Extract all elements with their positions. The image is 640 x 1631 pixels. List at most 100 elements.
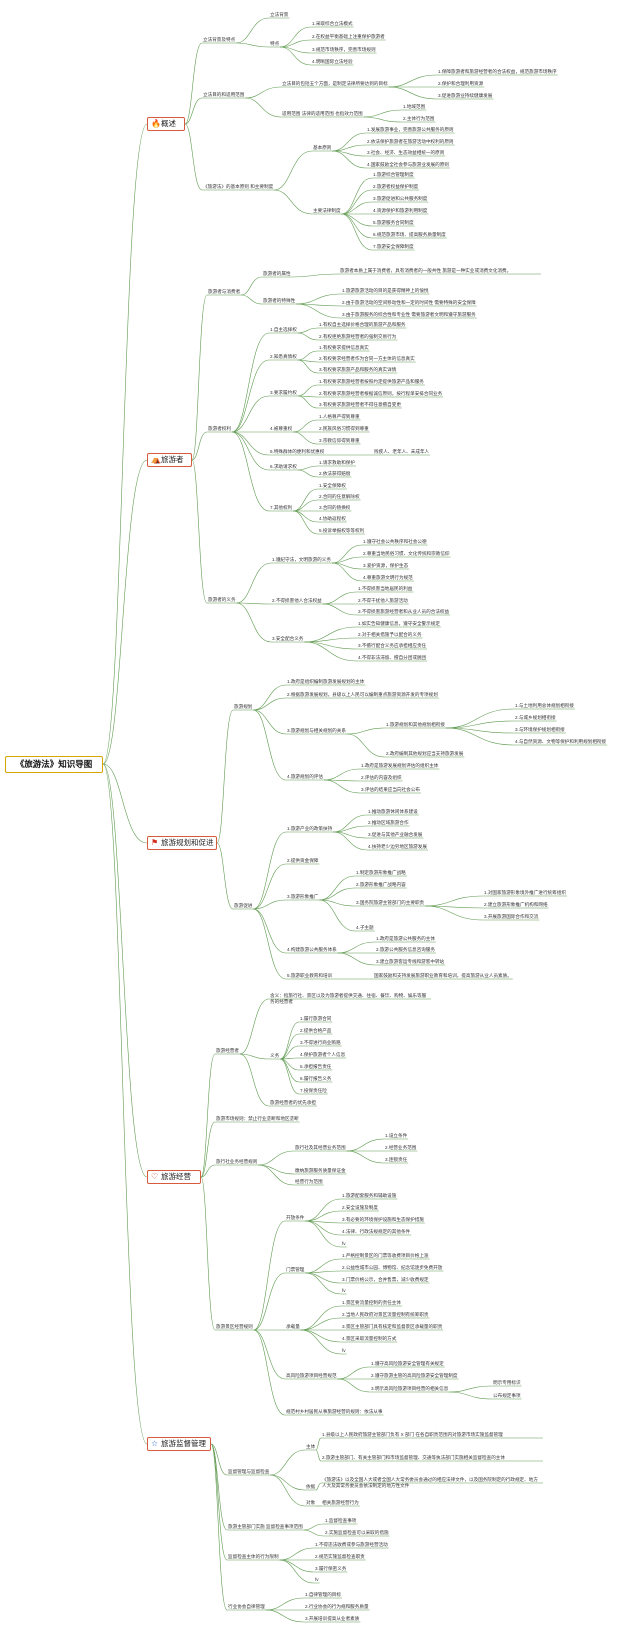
topic-node[interactable]: 2.提供资金保障: [287, 858, 319, 863]
topic-node[interactable]: 对象: [306, 1500, 316, 1505]
topic-node[interactable]: 2.政府编制其他规划应当支持旅游发展: [386, 751, 464, 756]
topic-node[interactable]: 基本原则: [313, 145, 332, 150]
topic-node[interactable]: 规范村乡村居民从事旅游经营的规则：依法从事: [286, 1409, 383, 1414]
topic-node[interactable]: 1.与土地利用总体规划相衔接: [515, 703, 574, 708]
topic-node[interactable]: 6.履行报告义务: [300, 1076, 332, 1081]
topic-node[interactable]: 门票管理: [286, 1267, 305, 1272]
topic-node[interactable]: 2.不得干扰他人旅游活动: [358, 598, 408, 603]
topic-node[interactable]: 1.履行旅游合同: [300, 1016, 332, 1021]
topic-node[interactable]: 2.推动区域旅游合作: [368, 820, 409, 825]
topic-node[interactable]: 4.与自然资源、文物等保护和利用规划相衔接: [515, 739, 607, 744]
topic-node[interactable]: 依据: [306, 1484, 316, 1489]
topic-node[interactable]: 4.尊重旅游文明行为规范: [363, 575, 413, 580]
topic-node[interactable]: 3.旅游促进和公共服务制度: [373, 196, 428, 201]
topic-node[interactable]: 3.门票价格公示，合并售票，减少收费规定: [342, 1277, 429, 1282]
topic-node[interactable]: 1.政府是组织编制旅游发展规划的主体: [287, 679, 365, 684]
topic-node[interactable]: fv: [315, 1577, 319, 1582]
topic-node[interactable]: 1.采取综合立法模式: [312, 21, 353, 26]
topic-node[interactable]: 1.自律管理的目标: [305, 1592, 341, 1597]
branch-node[interactable]: ⚑旅游规划和促进: [147, 836, 217, 850]
root-node[interactable]: 《旅游法》知识导图: [5, 756, 103, 773]
topic-node[interactable]: 4.旅游规划的评估: [287, 774, 323, 779]
topic-node[interactable]: 旅游者与消费者: [208, 289, 241, 294]
topic-node[interactable]: 1.制定旅游形象推广战略: [356, 870, 406, 875]
topic-node[interactable]: 2.实施监督检查可以采取的措施: [325, 1530, 389, 1535]
topic-node[interactable]: 《旅游法》以及全国人大或者全国人大常务委员会通过的相应法律文件，以及国务院制定的…: [322, 1477, 538, 1488]
topic-node[interactable]: 1.不得损害当地居民的利益: [358, 586, 413, 591]
topic-node[interactable]: 1.旅游产业的政策扶持: [287, 826, 333, 831]
topic-node[interactable]: 1.地域范围: [403, 104, 426, 109]
branch-node[interactable]: ☆旅游监督管理: [147, 1437, 211, 1451]
topic-node[interactable]: 缴纳旅游服务质量保证金: [295, 1168, 346, 1173]
topic-node[interactable]: 3.合同的替换权: [319, 505, 351, 510]
topic-node[interactable]: 2.遵守旅游主管的高风险旅游安全管理制度: [371, 1373, 458, 1378]
topic-node[interactable]: 2.在权益平衡基础上注重保护旅游者: [312, 34, 385, 39]
topic-node[interactable]: 相关旅游经营行为: [322, 1500, 359, 1505]
topic-node[interactable]: 1.遵守高风险旅游安全管理有关规定: [371, 1361, 444, 1366]
topic-node[interactable]: 1.请求救助和保护: [319, 460, 355, 465]
topic-node[interactable]: 2.旅游主管部门、有关主管部门和市场监督管理、交通等执法部门实施相关监督检查的主…: [322, 1455, 505, 1460]
topic-node[interactable]: 2.提供合格产品: [300, 1028, 332, 1033]
topic-node[interactable]: 1.遵守社会公共秩序和社会公德: [363, 539, 427, 544]
topic-node[interactable]: 3.宗教信仰得到尊重: [319, 438, 360, 443]
topic-node[interactable]: 3.履行保密义务: [315, 1566, 347, 1571]
topic-node[interactable]: 2.行业协会的行为规和服务质量: [305, 1604, 369, 1609]
topic-node[interactable]: 2.不得损害他人合法权益: [272, 598, 322, 603]
topic-node[interactable]: 4.构建旅游公共服务体系: [287, 947, 337, 952]
topic-node[interactable]: 3.国务院旅游主管部门的主要职责: [356, 900, 425, 905]
topic-node[interactable]: 7.旅游安全保障制度: [373, 244, 414, 249]
topic-node[interactable]: 主体: [306, 1444, 316, 1449]
topic-node[interactable]: 2.依法保护旅游者在旅游活动中权利的原则: [367, 139, 454, 144]
topic-node[interactable]: 1.设立条件: [385, 1133, 408, 1138]
topic-node[interactable]: 2.公益性城市公园、博物馆、纪念馆逐步免费开放: [342, 1265, 443, 1270]
topic-node[interactable]: 3.建立旅游客运专线和游客中转站: [376, 959, 445, 964]
topic-node[interactable]: 3.评估的结果应当向社会公布: [361, 787, 420, 792]
topic-node[interactable]: 2.经营业务范围: [385, 1145, 417, 1150]
topic-node[interactable]: 3.安全配合义务: [272, 636, 304, 641]
topic-node[interactable]: 3.有必要的环境保护设施和生态保护措施: [342, 1217, 424, 1222]
topic-node[interactable]: 3.开展培训提高从业者素质: [305, 1616, 360, 1621]
topic-node[interactable]: 2.旅游形象推广战略内容: [356, 882, 406, 887]
topic-node[interactable]: 1.旅游旅游活动的目的是获得精神上的愉悦: [342, 288, 429, 293]
topic-node[interactable]: 明示专用标识: [493, 1380, 521, 1385]
topic-node[interactable]: 旅游者的特殊性: [263, 298, 296, 303]
topic-node[interactable]: 2.对于相关措施予以配合的义务: [358, 632, 422, 637]
topic-node[interactable]: 6.规范旅游市场、提高服务质量制度: [373, 232, 446, 237]
topic-node[interactable]: 2.知悉真情权: [270, 354, 297, 359]
topic-node[interactable]: 3.景区主管部门具有核定和监督景区承载量的职责: [342, 1324, 443, 1329]
topic-node[interactable]: 4.协助返程权: [319, 516, 346, 521]
topic-node[interactable]: 3.规范市场秩序，完善市场规则: [312, 47, 376, 52]
topic-node[interactable]: 6.求助请求权: [270, 464, 297, 469]
topic-node[interactable]: 3.促进旅游业持续健康发展: [438, 93, 493, 98]
topic-node[interactable]: fv: [342, 1348, 346, 1353]
topic-node[interactable]: 1.遵纪守法，文明旅游的义务: [272, 557, 331, 562]
topic-node[interactable]: 3.有权要求旅游经营者不得任意擅自变更: [319, 402, 401, 407]
topic-node[interactable]: fv: [342, 1288, 346, 1293]
topic-node[interactable]: 1.安全保障权: [319, 483, 346, 488]
topic-node[interactable]: fv: [342, 1241, 346, 1246]
topic-node[interactable]: 5.旅游服务合同制度: [373, 220, 414, 225]
topic-node[interactable]: 3.爱护资源，保护生态: [363, 563, 409, 568]
topic-node[interactable]: 旅行社业务经营规则: [216, 1159, 258, 1164]
topic-node[interactable]: 3.促进与其他产业融合发展: [368, 832, 423, 837]
topic-node[interactable]: 2.建立旅游形象推广机构和网络: [484, 902, 548, 907]
topic-node[interactable]: 1.旅游综合管理制度: [373, 172, 414, 177]
topic-node[interactable]: 1.有权要求提供信息真实: [319, 345, 369, 350]
topic-node[interactable]: 1.如实告知健康信息，遵守安全警示规定: [358, 621, 440, 626]
topic-node[interactable]: 义务: [270, 1053, 280, 1058]
topic-node[interactable]: 2.有权拒绝旅游经营者的强制交易行为: [319, 334, 397, 339]
topic-node[interactable]: 2.评估的内容及组织: [361, 775, 402, 780]
topic-node[interactable]: 立法背景及特点: [203, 37, 236, 42]
topic-node[interactable]: 3.不得进行商业贿赂: [300, 1040, 341, 1045]
topic-node[interactable]: 经营行为范围: [295, 1179, 323, 1184]
topic-node[interactable]: 立法目的包括五个方面，是制定法律所要达到的目标: [282, 81, 388, 86]
topic-node[interactable]: 1.景区要流量控制的责任主体: [342, 1300, 401, 1305]
topic-node[interactable]: 4.不得非法滞留、擅自分团或脱团: [358, 655, 427, 660]
topic-node[interactable]: 4.子主题: [356, 925, 374, 930]
topic-node[interactable]: 旅游市场规则：禁止行业垄断和地区垄断: [216, 1116, 299, 1121]
topic-node[interactable]: 2.有权要求旅游经营者根据诚信原则，按行程单安排合同业务: [319, 391, 443, 396]
topic-node[interactable]: 特点: [270, 41, 280, 46]
topic-node[interactable]: 旅游者本质上属于消费者，具有消费者的一般共性 旅游是一种实业或消费文化消费。: [340, 268, 512, 273]
topic-node[interactable]: 1.有权自主选择价格合理的旅游产品和服务: [319, 322, 406, 327]
topic-node[interactable]: 1.保障旅游者和旅游经营者的合法权益，规范旅游市场秩序: [438, 69, 557, 74]
